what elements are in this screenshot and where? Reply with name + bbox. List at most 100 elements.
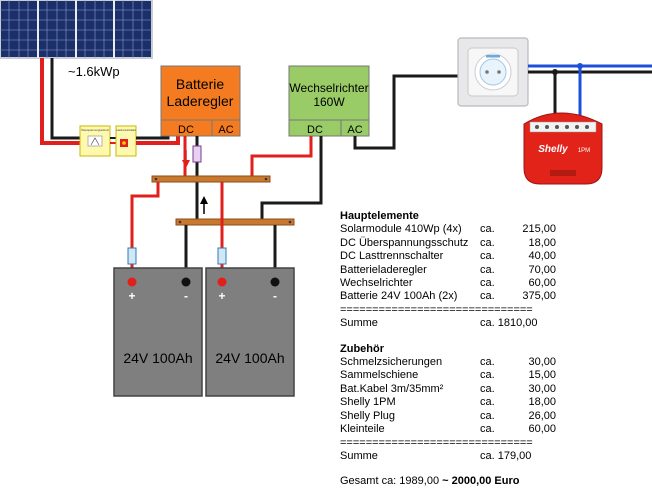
item-ca: ca.: [480, 277, 495, 290]
item-amount: 18,00: [528, 396, 556, 409]
separator: ==============================: [340, 303, 533, 316]
item-amount: 30,00: [528, 356, 556, 369]
dc-load-switch: Lasttrennschalter: [115, 125, 137, 157]
item-ca: ca.: [480, 236, 495, 249]
item-amount: 60,00: [528, 277, 556, 290]
list-item: Batterie 24V 100Ah (2x) ca. 375,00: [340, 290, 640, 303]
item-name: Batterie 24V 100Ah (2x): [340, 290, 458, 303]
solar-panels: [0, 0, 153, 59]
battery1-fuse: [127, 247, 137, 265]
inverter-ac-port: AC: [347, 124, 362, 136]
item-amount: 18,00: [528, 236, 556, 249]
battery-1: + - 24V 100Ah: [113, 267, 203, 397]
charger-ac-port: AC: [218, 124, 233, 136]
shelly-1pm: Shelly 1PM: [523, 112, 603, 185]
inverter: Wechselrichter 160W DC AC: [288, 65, 370, 137]
item-name: Shelly Plug: [340, 409, 396, 422]
list-item: DC Überspannungsschutz ca. 18,00: [340, 237, 640, 250]
battery2-fuse: [217, 247, 227, 265]
inverter-title-1: Wechselrichter: [289, 81, 368, 95]
item-amount: 375,00: [522, 290, 556, 303]
main-heading: Hauptelemente: [340, 210, 419, 222]
main-sum-label: Summe: [340, 317, 378, 330]
separator-2: ==============================: [340, 436, 533, 449]
acc-sum-value: ca. 179,00: [480, 449, 532, 462]
list-item: Wechselrichter ca. 60,00: [340, 277, 640, 290]
grand-total: Gesamt ca: 1989,00 ~ 2000,00 Euro: [340, 475, 640, 488]
item-amount: 15,00: [528, 369, 556, 382]
grand-total-rounded: ~ 2000,00 Euro: [442, 475, 520, 488]
switch-caption: Lasttrennschalter: [116, 128, 136, 132]
positive-busbar: [151, 175, 271, 183]
item-name: Sammelschiene: [340, 369, 419, 382]
item-name: Solarmodule 410Wp (4x): [340, 223, 462, 236]
item-amount: 70,00: [528, 263, 556, 276]
list-item: DC Lasttrennschalter ca. 40,00: [340, 250, 640, 263]
grand-total-prefix: Gesamt ca: 1989,00: [340, 475, 443, 488]
charger-dc-port: DC: [178, 124, 194, 136]
shelly-logo: Shelly: [538, 144, 568, 155]
item-ca: ca.: [480, 263, 495, 276]
battery2-plus: +: [218, 289, 225, 303]
acc-sum-label: Summe: [340, 449, 378, 462]
charge-controller: Batterie Laderegler DC AC: [160, 65, 241, 137]
item-name: DC Lasttrennschalter: [340, 250, 444, 263]
item-ca: ca.: [480, 396, 495, 409]
acc-heading: Zubehör: [340, 342, 384, 355]
list-item: Sammelschiene ca. 15,00: [340, 369, 640, 382]
item-ca: ca.: [480, 382, 495, 395]
item-ca: ca.: [480, 223, 495, 236]
inverter-dc-port: DC: [307, 124, 323, 136]
shelly-plug: [457, 37, 529, 107]
list-item: Shelly Plug ca. 26,00: [340, 410, 640, 423]
charger-title-2: Laderegler: [167, 93, 234, 109]
surge-protector-caption: Überspannungsschutz: [81, 128, 109, 132]
item-name: Schmelzsicherungen: [340, 356, 443, 369]
item-ca: ca.: [480, 290, 495, 303]
battery2-minus: -: [273, 289, 277, 303]
shelly-model: 1PM: [578, 148, 590, 154]
item-name: DC Überspannungsschutz: [340, 236, 469, 249]
item-amount: 40,00: [528, 250, 556, 263]
list-item: Schmelzsicherungen ca. 30,00: [340, 356, 640, 369]
item-name: Batterieladeregler: [340, 263, 427, 276]
solar-power-label: ~1.6kWp: [68, 64, 120, 79]
list-item: Kleinteile ca. 60,00: [340, 423, 640, 436]
arrow-up-icon: [200, 196, 208, 204]
battery-2: + - 24V 100Ah: [205, 267, 295, 397]
item-amount: 60,00: [528, 423, 556, 436]
list-item: Bat.Kabel 3m/35mm² ca. 30,00: [340, 383, 640, 396]
item-ca: ca.: [480, 369, 495, 382]
item-ca: ca.: [480, 423, 495, 436]
negative-busbar: [175, 218, 295, 226]
battery2-label: 24V 100Ah: [215, 350, 284, 366]
main-sum-value: ca. 1810,00: [480, 317, 538, 330]
item-name: Wechselrichter: [340, 277, 413, 290]
battery1-minus: -: [184, 289, 188, 303]
battery1-plus: +: [128, 289, 135, 303]
item-ca: ca.: [480, 409, 495, 422]
item-amount: 30,00: [528, 382, 556, 395]
battery1-label: 24V 100Ah: [123, 350, 192, 366]
item-name: Shelly 1PM: [340, 396, 396, 409]
bill-of-materials: Hauptelemente Solarmodule 410Wp (4x) ca. 2…: [340, 210, 640, 489]
arrow-down-icon: [182, 160, 190, 168]
item-amount: 26,00: [528, 409, 556, 422]
inverter-title-2: 160W: [313, 95, 345, 109]
item-amount: 215,00: [522, 223, 556, 236]
item-name: Bat.Kabel 3m/35mm²: [340, 382, 444, 395]
list-item: Solarmodule 410Wp (4x) ca. 215,00: [340, 223, 640, 236]
item-ca: ca.: [480, 356, 495, 369]
acc-sum-row: Summe ca. 179,00: [340, 450, 640, 463]
charger-fuse: [192, 145, 202, 163]
main-sum-row: Summe ca. 1810,00: [340, 317, 640, 330]
list-item: Batterieladeregler ca. 70,00: [340, 264, 640, 277]
surge-protector: Überspannungsschutz: [79, 125, 111, 157]
item-name: Kleinteile: [340, 423, 385, 436]
item-ca: ca.: [480, 250, 495, 263]
list-item: Shelly 1PM ca. 18,00: [340, 396, 640, 409]
charger-title-1: Batterie: [176, 76, 224, 92]
